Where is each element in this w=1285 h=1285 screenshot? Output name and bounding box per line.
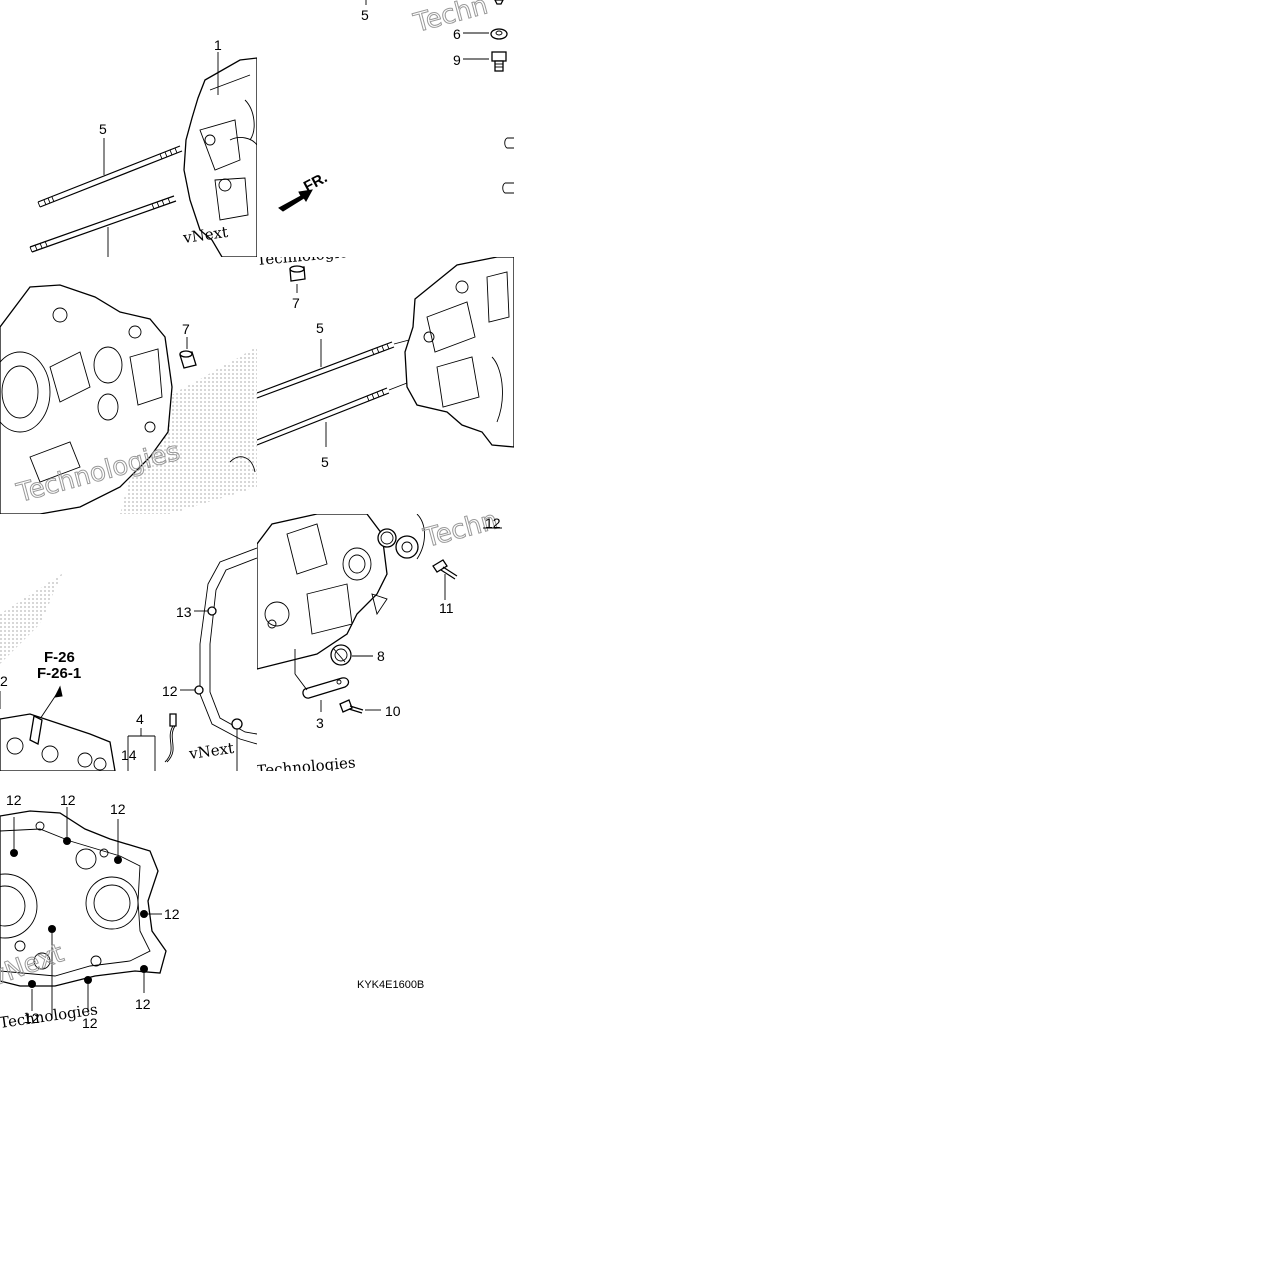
tile1-drawing: 1 5 vNext [29,37,257,257]
callout-5: 5 [316,320,324,336]
crankcase-right-half [183,57,257,257]
callout-6: 6 [453,26,461,42]
washer-6 [490,28,508,40]
watermark-technologies: Technologies [257,753,356,771]
tile-crankcase-face-bolts: 12 12 12 12 12 12 12 vNext Technologies [0,771,257,1028]
diagram-code: KYK4E1600B [357,979,424,991]
callout-12: 12 [6,792,22,808]
watermark-vnext: vNext [187,739,235,763]
callout-12: 12 [60,792,76,808]
tile3-drawing: 7 Technologies [0,284,257,514]
tile6-drawing: Techn 12 11 8 [257,514,502,771]
callout-13: 13 [176,604,192,620]
tile8-drawing: KYK4E1600B [357,979,424,991]
reference-f26: F-26 [44,649,75,666]
tile4-drawing: Technologies 7 [257,257,514,470]
callout-12: 12 [485,515,501,531]
callout-4: 4 [136,711,144,727]
callout-12: 12 [135,996,151,1012]
callout-12: 12 [24,1010,40,1026]
tile-crankcase-studs-alt: Technologies 7 [257,257,514,514]
crankcase-face [0,810,167,987]
crankcase-upper-section [257,514,388,670]
crankcase-bottom-section [0,713,116,771]
bolt-11 [432,559,458,580]
tile2-drawing: 5 Techn 6 9 F [278,0,514,212]
callout-7: 7 [292,295,300,311]
tile5-drawing: F-26 F-26-1 2 4 14 [0,547,257,771]
callout-10: 10 [385,703,401,719]
callout-11: 11 [439,600,454,616]
bolt-10 [339,699,364,714]
tile7-drawing: 12 12 12 12 12 12 12 vNext Technologies [0,792,180,1028]
watermark-technologies: Technologies [257,257,356,269]
tile-crankcase-right-studs: 1 5 vNext [0,0,257,257]
dowel-pin-7 [179,350,197,369]
o-ring [377,528,397,548]
callout-14: 14 [121,747,137,763]
oil-seal-upper [395,514,425,560]
callout-5: 5 [361,7,369,23]
callout-2: 2 [0,673,8,689]
bolt-9 [491,51,507,72]
callout-5: 5 [99,121,107,137]
stud-bolt-lower [257,387,390,446]
callout-12: 12 [82,1015,98,1028]
crankcase-left-half [0,284,173,514]
bolt-heads-12 [10,837,148,988]
setting-plate-3 [302,677,350,699]
tile-crankcase-seal-plate: Techn 12 11 8 [257,514,514,771]
tile-reference-wiring: F-26 F-26-1 2 4 14 [0,514,257,771]
stud-bolt-upper [37,145,183,208]
crankcase-half-alt [404,257,514,448]
reference-f26-1: F-26-1 [37,665,81,682]
tile-diagram-code: KYK4E1600B [257,771,514,1028]
stud-bolt-lower [29,195,177,253]
tile-crankcase-left: 7 Technologies [0,257,257,514]
sensor-wire-4 [164,713,177,763]
front-direction-arrow: FR. [278,169,330,212]
callout-3: 3 [316,715,324,731]
tile-fasteners-front-arrow: 5 Techn 6 9 F [257,0,514,257]
callout-7: 7 [182,321,190,337]
callout-1: 1 [214,37,222,53]
callout-12: 12 [164,906,180,922]
dowel-pin-7 [289,265,306,282]
oil-seal-8 [330,644,352,666]
callout-9: 9 [453,52,461,68]
callout-12: 12 [162,683,178,699]
callout-5: 5 [321,454,329,470]
stud-bolt-upper [257,341,395,399]
callout-12: 12 [110,801,126,817]
callout-8: 8 [377,648,385,664]
